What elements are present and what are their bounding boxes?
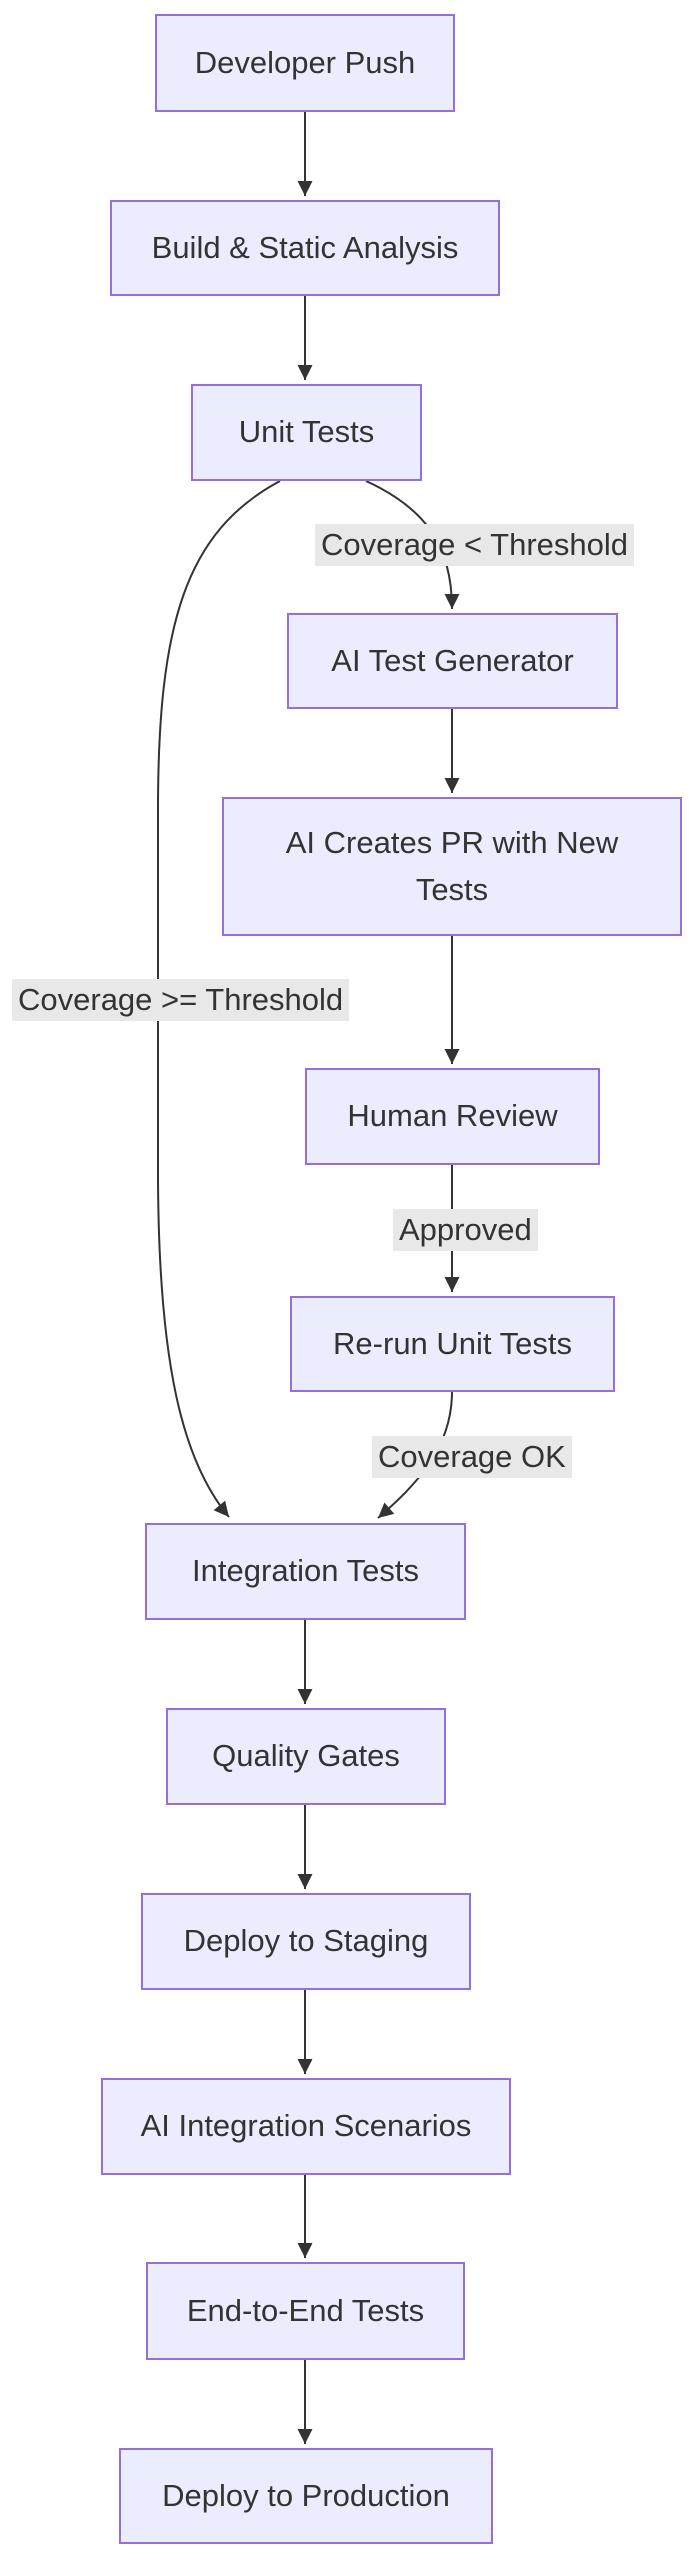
node-ai-integration-scenarios: AI Integration Scenarios: [101, 2078, 511, 2175]
edge-label-approved: Approved: [393, 1209, 538, 1252]
node-human-review: Human Review: [305, 1068, 600, 1165]
node-re-run-unit-tests: Re-run Unit Tests: [290, 1296, 615, 1392]
node-label: Developer Push: [194, 44, 416, 80]
node-build-static-analysis: Build & Static Analysis: [110, 200, 500, 296]
node-deploy-to-production: Deploy to Production: [119, 2448, 493, 2544]
node-unit-tests: Unit Tests: [191, 384, 422, 481]
node-deploy-to-staging: Deploy to Staging: [141, 1893, 471, 1990]
node-label: Unit Tests: [238, 414, 375, 450]
node-ai-creates-pr: AI Creates PR with New Tests: [222, 797, 682, 936]
node-ai-test-generator: AI Test Generator: [287, 613, 618, 709]
node-label: Deploy to Production: [162, 2477, 450, 2513]
node-label: Integration Tests: [192, 1553, 419, 1589]
node-integration-tests: Integration Tests: [145, 1523, 466, 1620]
node-end-to-end-tests: End-to-End Tests: [146, 2262, 465, 2360]
edge-label-coverage-lt-threshold: Coverage < Threshold: [315, 524, 635, 567]
node-label: Human Review: [347, 1098, 558, 1134]
node-label: Re-run Unit Tests: [333, 1325, 572, 1361]
node-label: Deploy to Staging: [183, 1923, 429, 1959]
node-label: Quality Gates: [212, 1738, 400, 1774]
node-label: Build & Static Analysis: [151, 229, 459, 265]
node-label: End-to-End Tests: [186, 2292, 425, 2328]
node-label: AI Creates PR with New Tests: [285, 825, 619, 907]
edge-label-coverage-gte-threshold: Coverage >= Threshold: [12, 979, 350, 1022]
node-quality-gates: Quality Gates: [166, 1708, 446, 1805]
node-developer-push: Developer Push: [155, 14, 455, 112]
node-label: AI Test Generator: [331, 642, 574, 678]
edge-label-coverage-ok: Coverage OK: [372, 1436, 572, 1479]
node-label: AI Integration Scenarios: [140, 2108, 472, 2144]
